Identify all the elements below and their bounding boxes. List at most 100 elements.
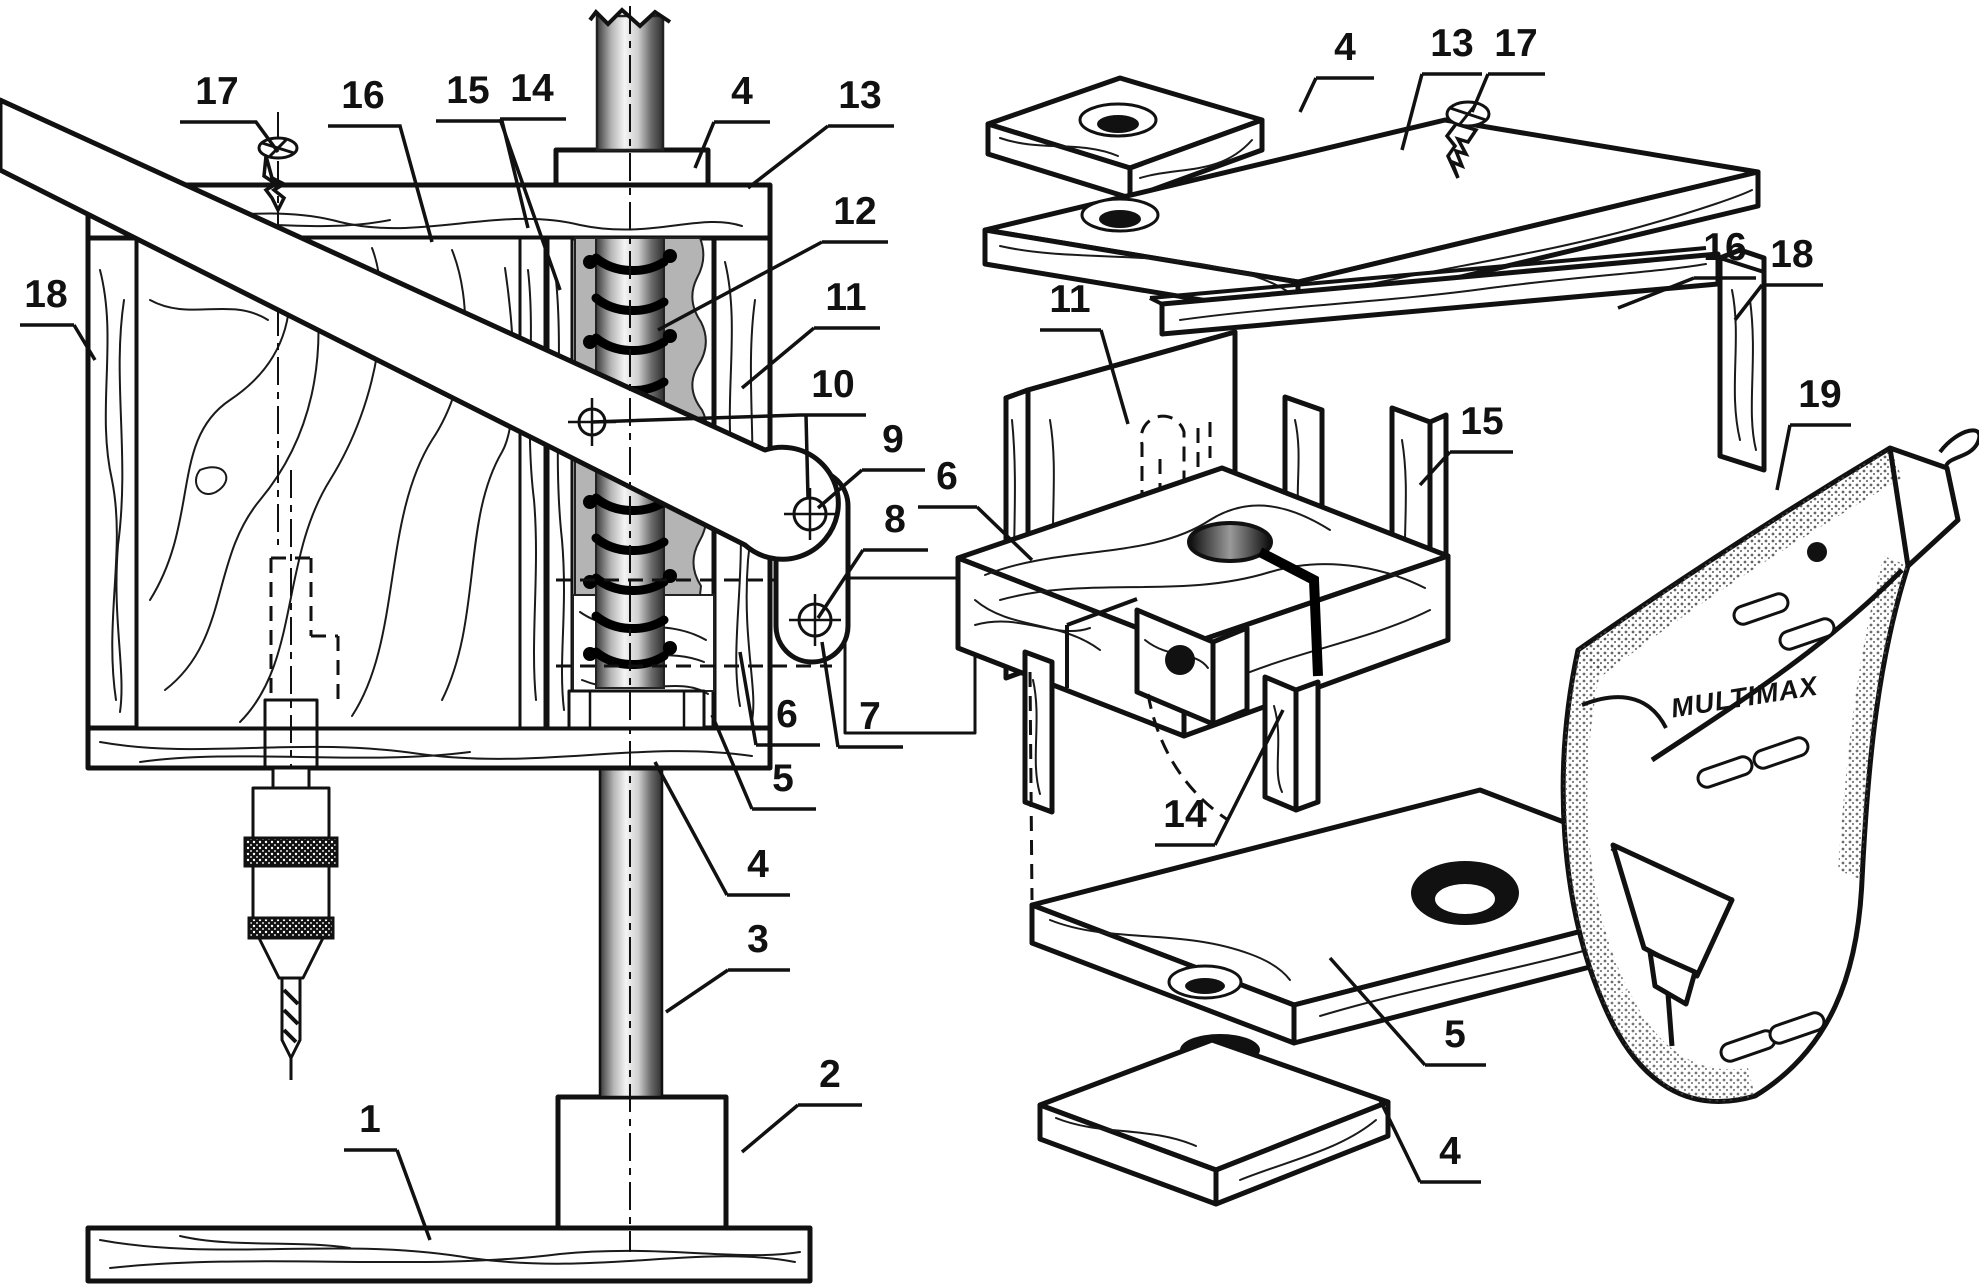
- power-cord: [1938, 428, 1979, 468]
- clamp-slit: [1257, 547, 1323, 677]
- svg-text:17: 17: [195, 70, 238, 113]
- callout-6: 6: [918, 455, 1034, 562]
- frame-post: [1717, 247, 1767, 473]
- svg-text:12: 12: [833, 190, 876, 233]
- chuck-assembly: [243, 470, 339, 1080]
- chuck-knurl-ring2: [247, 916, 335, 940]
- callout-8: 8: [816, 498, 928, 619]
- clamp-bolt: [1165, 645, 1195, 675]
- nose-cap-line: [1887, 447, 1911, 567]
- callout-13: 13: [1400, 22, 1482, 151]
- wood-grain: [974, 504, 1431, 681]
- callout-3: 3: [665, 918, 790, 1014]
- drill-neck-hole: [1187, 521, 1273, 563]
- callout-1: 1: [344, 1098, 432, 1241]
- callout-4-lower: 4: [653, 761, 790, 897]
- callout-9: 9: [816, 418, 925, 510]
- plate-top: [985, 75, 1265, 201]
- svg-text:4: 4: [747, 843, 769, 886]
- svg-text:16: 16: [1703, 226, 1746, 269]
- carriage-bracket: [843, 576, 977, 735]
- svg-text:15: 15: [1460, 400, 1503, 443]
- callout-5: 5: [1328, 956, 1486, 1067]
- callout-15: 15: [1418, 400, 1513, 487]
- callout-6: 6: [738, 651, 820, 747]
- column-hole: [1411, 861, 1519, 925]
- svg-text:11: 11: [825, 276, 866, 319]
- svg-text:14: 14: [1163, 793, 1207, 836]
- callout-14: 14: [498, 67, 566, 291]
- fixing-screw: [257, 112, 299, 545]
- callout-16: 16: [328, 74, 434, 243]
- drill: MULTIMAX: [1560, 428, 1979, 1105]
- screw: [1444, 100, 1491, 179]
- callout-19: 19: [1775, 373, 1851, 491]
- chuck-knurl-ring: [243, 836, 339, 868]
- svg-text:10: 10: [811, 363, 854, 406]
- svg-text:6: 6: [936, 455, 958, 498]
- callout-18: 18: [1733, 233, 1823, 322]
- svg-text:14: 14: [510, 67, 554, 110]
- svg-text:6: 6: [776, 693, 798, 736]
- svg-text:4: 4: [1439, 1130, 1461, 1173]
- svg-text:18: 18: [1770, 233, 1813, 276]
- svg-text:17: 17: [1494, 22, 1537, 65]
- hidden-contour: [1146, 693, 1229, 822]
- left-view-section: [0, 0, 977, 1284]
- callout-13: 13: [746, 74, 894, 190]
- callout-11: 11: [1040, 278, 1130, 425]
- drill-bit: [280, 976, 302, 1080]
- svg-text:18: 18: [24, 273, 67, 316]
- callout-17: 17: [1470, 22, 1545, 113]
- callout-10: 10: [591, 363, 866, 499]
- guide-rail-14: [546, 236, 574, 730]
- stipple-right: [1838, 556, 1908, 880]
- svg-text:15: 15: [446, 69, 489, 112]
- callout-4-upper: 4: [693, 70, 770, 169]
- svg-text:5: 5: [772, 757, 794, 800]
- callout-4-top: 4: [1298, 26, 1374, 113]
- callout-12: 12: [657, 190, 888, 332]
- assembly-dash: [1028, 671, 1034, 901]
- base-board: [85, 1225, 813, 1284]
- plate-bottom: [1037, 1034, 1391, 1207]
- callout-5: 5: [710, 714, 816, 811]
- svg-text:16: 16: [341, 74, 384, 117]
- clamp-jaw: [1134, 607, 1250, 727]
- callout-11: 11: [740, 276, 880, 390]
- callout-18: 18: [20, 273, 97, 361]
- svg-text:4: 4: [731, 70, 753, 113]
- stipple-bottom: [1604, 988, 1755, 1102]
- svg-text:7: 7: [859, 695, 881, 738]
- svg-text:4: 4: [1334, 26, 1356, 69]
- svg-text:1: 1: [359, 1098, 381, 1141]
- drill-neck-chuck: [1610, 842, 1735, 1047]
- callout-7: 7: [820, 641, 903, 749]
- side-knob: [1807, 542, 1827, 562]
- frame-bottom-board: [85, 725, 773, 771]
- face-crease: [1581, 695, 1668, 729]
- guide-rails: [518, 236, 574, 730]
- svg-text:13: 13: [838, 74, 881, 117]
- callout-4-bottom: 4: [1378, 1099, 1481, 1184]
- svg-text:9: 9: [882, 418, 904, 461]
- svg-text:19: 19: [1798, 373, 1841, 416]
- bushing-plate-upper: [553, 147, 711, 188]
- arm-crease: [1650, 568, 1904, 763]
- callout-2: 2: [740, 1053, 862, 1154]
- callouts-right: 4 13 17 16 18 19 11 15 6 14 5 4: [918, 22, 1851, 1184]
- svg-text:11: 11: [1049, 278, 1090, 321]
- carriage-block: [955, 465, 1451, 822]
- callout-16: 16: [1617, 226, 1756, 310]
- bushing-nut-lower: [567, 689, 706, 730]
- right-view-exploded: MULTIMAX: [955, 75, 1979, 1207]
- svg-text:2: 2: [819, 1053, 841, 1096]
- svg-text:8: 8: [884, 498, 906, 541]
- svg-text:13: 13: [1430, 22, 1473, 65]
- svg-text:5: 5: [1444, 1013, 1466, 1056]
- stipple-top: [1578, 448, 1902, 676]
- vent-slots: [1696, 592, 1836, 1063]
- svg-text:3: 3: [747, 918, 769, 961]
